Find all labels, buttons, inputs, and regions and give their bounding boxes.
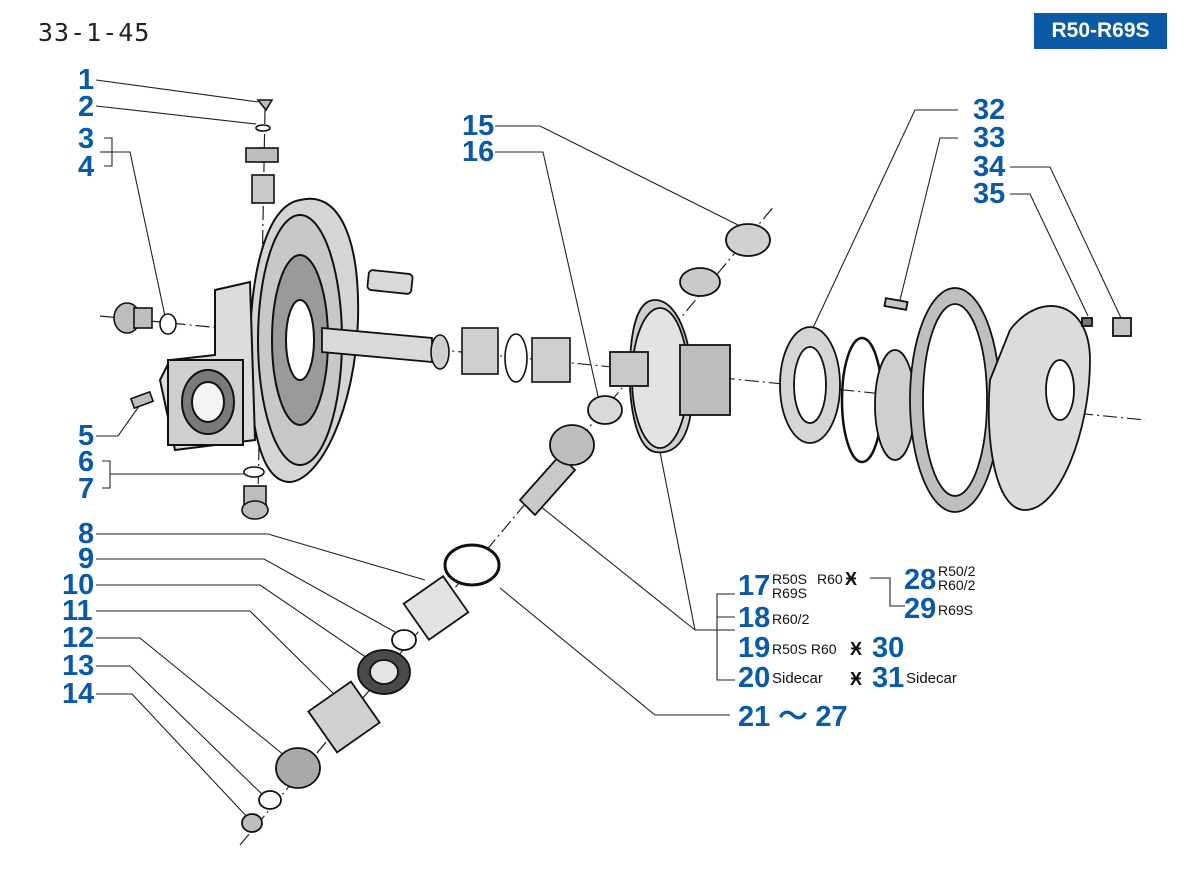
leader-14 [96, 693, 251, 821]
callout-16: 16 [462, 136, 495, 168]
supersede-symbol-19: Ӿ [850, 639, 863, 659]
leader-lines [95, 79, 1123, 821]
callout-3: 3 [78, 123, 95, 155]
page-number: 33-1-45 [38, 18, 151, 47]
callout-15: 15 [462, 110, 495, 142]
leader-17-31b [659, 451, 696, 631]
leader-10 [96, 584, 371, 661]
callout-17: 17 [738, 570, 771, 602]
top-small-parts [245, 99, 279, 204]
model-range-badge: R50-R69S [1034, 13, 1167, 49]
callout-12: 12 [62, 622, 95, 654]
callout-5: 5 [78, 420, 95, 452]
ref-28-model: R50/2 [938, 563, 976, 579]
supersede-symbol-20: Ӿ [850, 669, 863, 689]
supersede-symbol-17: Ӿ [845, 569, 858, 589]
ref-17-model-a: R50S [772, 571, 808, 587]
callout-4: 4 [78, 151, 95, 183]
callout-31: 31 [872, 662, 905, 694]
callout-13: 13 [62, 650, 95, 682]
callout-8: 8 [78, 518, 95, 550]
callout-29: 29 [904, 593, 937, 625]
bottom-bolt [241, 466, 269, 520]
callout-35: 35 [973, 178, 1006, 210]
ref-17-model-b: R60 [817, 571, 843, 587]
callout-19: 19 [738, 632, 771, 664]
leader-32 [811, 109, 958, 331]
left-nut [113, 302, 177, 410]
shaft-bearings [430, 327, 571, 383]
leader-3-4b [112, 151, 166, 317]
ref-20-model: Sidecar [772, 670, 823, 687]
ref-31-model: Sidecar [906, 670, 957, 687]
callout-1: 1 [78, 64, 95, 96]
leader-2 [95, 105, 257, 125]
pinion-shaft [241, 424, 595, 833]
callout-7: 7 [78, 473, 95, 505]
leader-1 [95, 79, 259, 103]
leader-13 [96, 665, 269, 801]
callout-30: 30 [872, 632, 905, 664]
leader-8 [96, 533, 426, 581]
ref-17-model-a2: R69S [772, 585, 808, 601]
leader-15 [495, 125, 739, 226]
callout-2: 2 [78, 91, 95, 123]
final-drive-housing [158, 197, 360, 484]
leader-17-31a [529, 497, 696, 631]
callout-6: 6 [78, 446, 95, 478]
legend-bracket [716, 593, 735, 681]
callout-10: 10 [62, 569, 95, 601]
callout-11: 11 [62, 595, 93, 627]
callout-20: 20 [738, 662, 771, 694]
leader-5 [96, 401, 143, 437]
callout-9: 9 [78, 543, 95, 575]
callout-33: 33 [973, 122, 1006, 154]
leader-11 [96, 610, 341, 701]
leader-21-27 [499, 587, 730, 716]
ring-gear [587, 223, 771, 454]
callout-14: 14 [62, 678, 95, 710]
legend-28-29 [870, 577, 905, 607]
callout-34: 34 [973, 151, 1006, 183]
ref-18-model: R60/2 [772, 611, 810, 627]
leader-35 [1010, 193, 1089, 317]
callout-28: 28 [904, 564, 937, 596]
callout-18: 18 [738, 602, 771, 634]
bracket-6-7 [102, 460, 111, 489]
ref-28-model-2: R60/2 [938, 577, 976, 593]
right-bearing-cover [779, 287, 1132, 513]
callout-21-27: 21 ～ 27 [738, 701, 848, 733]
callout-32: 32 [973, 94, 1006, 126]
leader-12 [96, 637, 291, 761]
leader-9 [96, 558, 396, 633]
leader-16 [495, 151, 601, 406]
leader-33 [899, 137, 958, 301]
ref-19-model: R50S R60 [772, 641, 837, 657]
ref-29-model: R69S [938, 602, 974, 618]
leader-34 [1010, 166, 1123, 321]
